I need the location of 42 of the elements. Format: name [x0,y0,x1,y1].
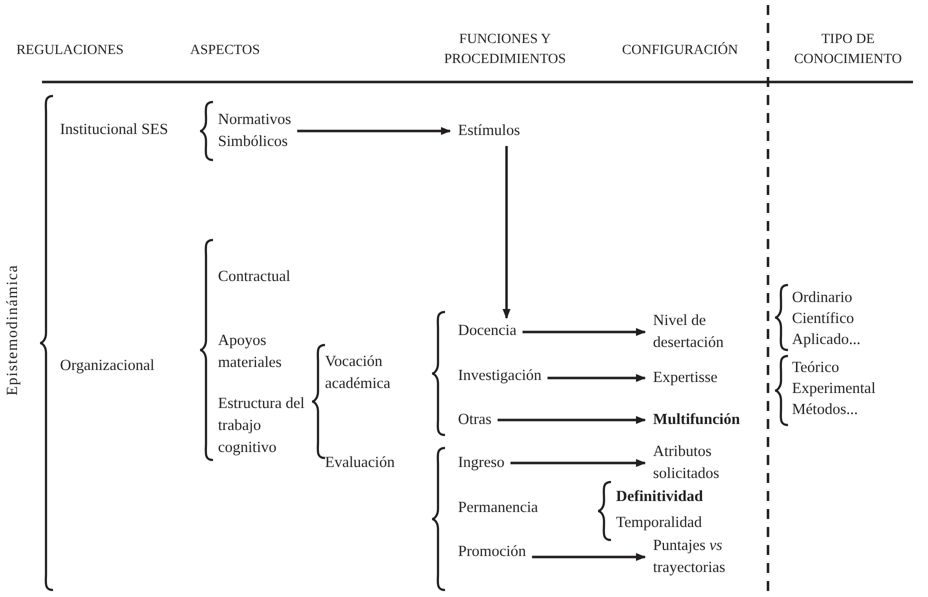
arrow [297,127,451,135]
text-label: Vocación académica [325,352,392,394]
text-label: Estímulos [458,120,520,142]
text-label: Expertisse [653,367,718,389]
text-label: Estructura del trabajo cognitivo [218,394,306,458]
arrow [548,374,646,382]
text-label: Contractual [218,267,290,287]
column-header: FUNCIONES Y PROCEDIMIENTOS [443,31,567,69]
text-label: Métodos... [792,400,858,420]
column-header: REGULACIONES [15,42,125,60]
text-label: Temporalidad [616,513,702,533]
text-label: Otras [458,409,492,431]
text-label: Promoción [458,541,526,563]
text-label: Apoyos materiales [218,331,283,373]
arrow [502,146,511,319]
text-label: Nivel de desertación [653,310,748,354]
text-label: Evaluación [325,453,395,473]
arrow [532,553,646,561]
text-label: Aplicado... [792,330,860,350]
text-label: Ingreso [458,452,504,474]
column-header: CONFIGURACIÓN [621,41,739,60]
text-label: Institucional SES [60,120,168,140]
column-header: ASPECTOS [189,42,261,60]
text-label: Experimental [792,379,876,399]
text-label: Normativos [218,110,292,130]
text-label: Científico [792,309,854,329]
arrow [510,459,646,467]
text-label: Organizacional [60,356,154,376]
arrow [498,416,646,424]
text-label: Permanencia [458,498,538,518]
column-header: TIPO DE CONOCIMIENTO [793,31,903,69]
text-label: Investigación [458,365,542,387]
text-label: Teórico [792,358,840,378]
text-label: Ordinario [792,288,852,308]
text-label: Puntajes vs trayectorias [653,535,783,579]
text-label: Docencia [458,320,517,342]
text-label: Atributos solicitados [653,441,748,485]
text-label: Multifunción [653,409,740,431]
text-label: Definitividad [616,487,703,507]
arrow [522,328,646,336]
vertical-label: Epistemodinámica [3,264,22,396]
text-label: Simbólicos [218,132,289,152]
